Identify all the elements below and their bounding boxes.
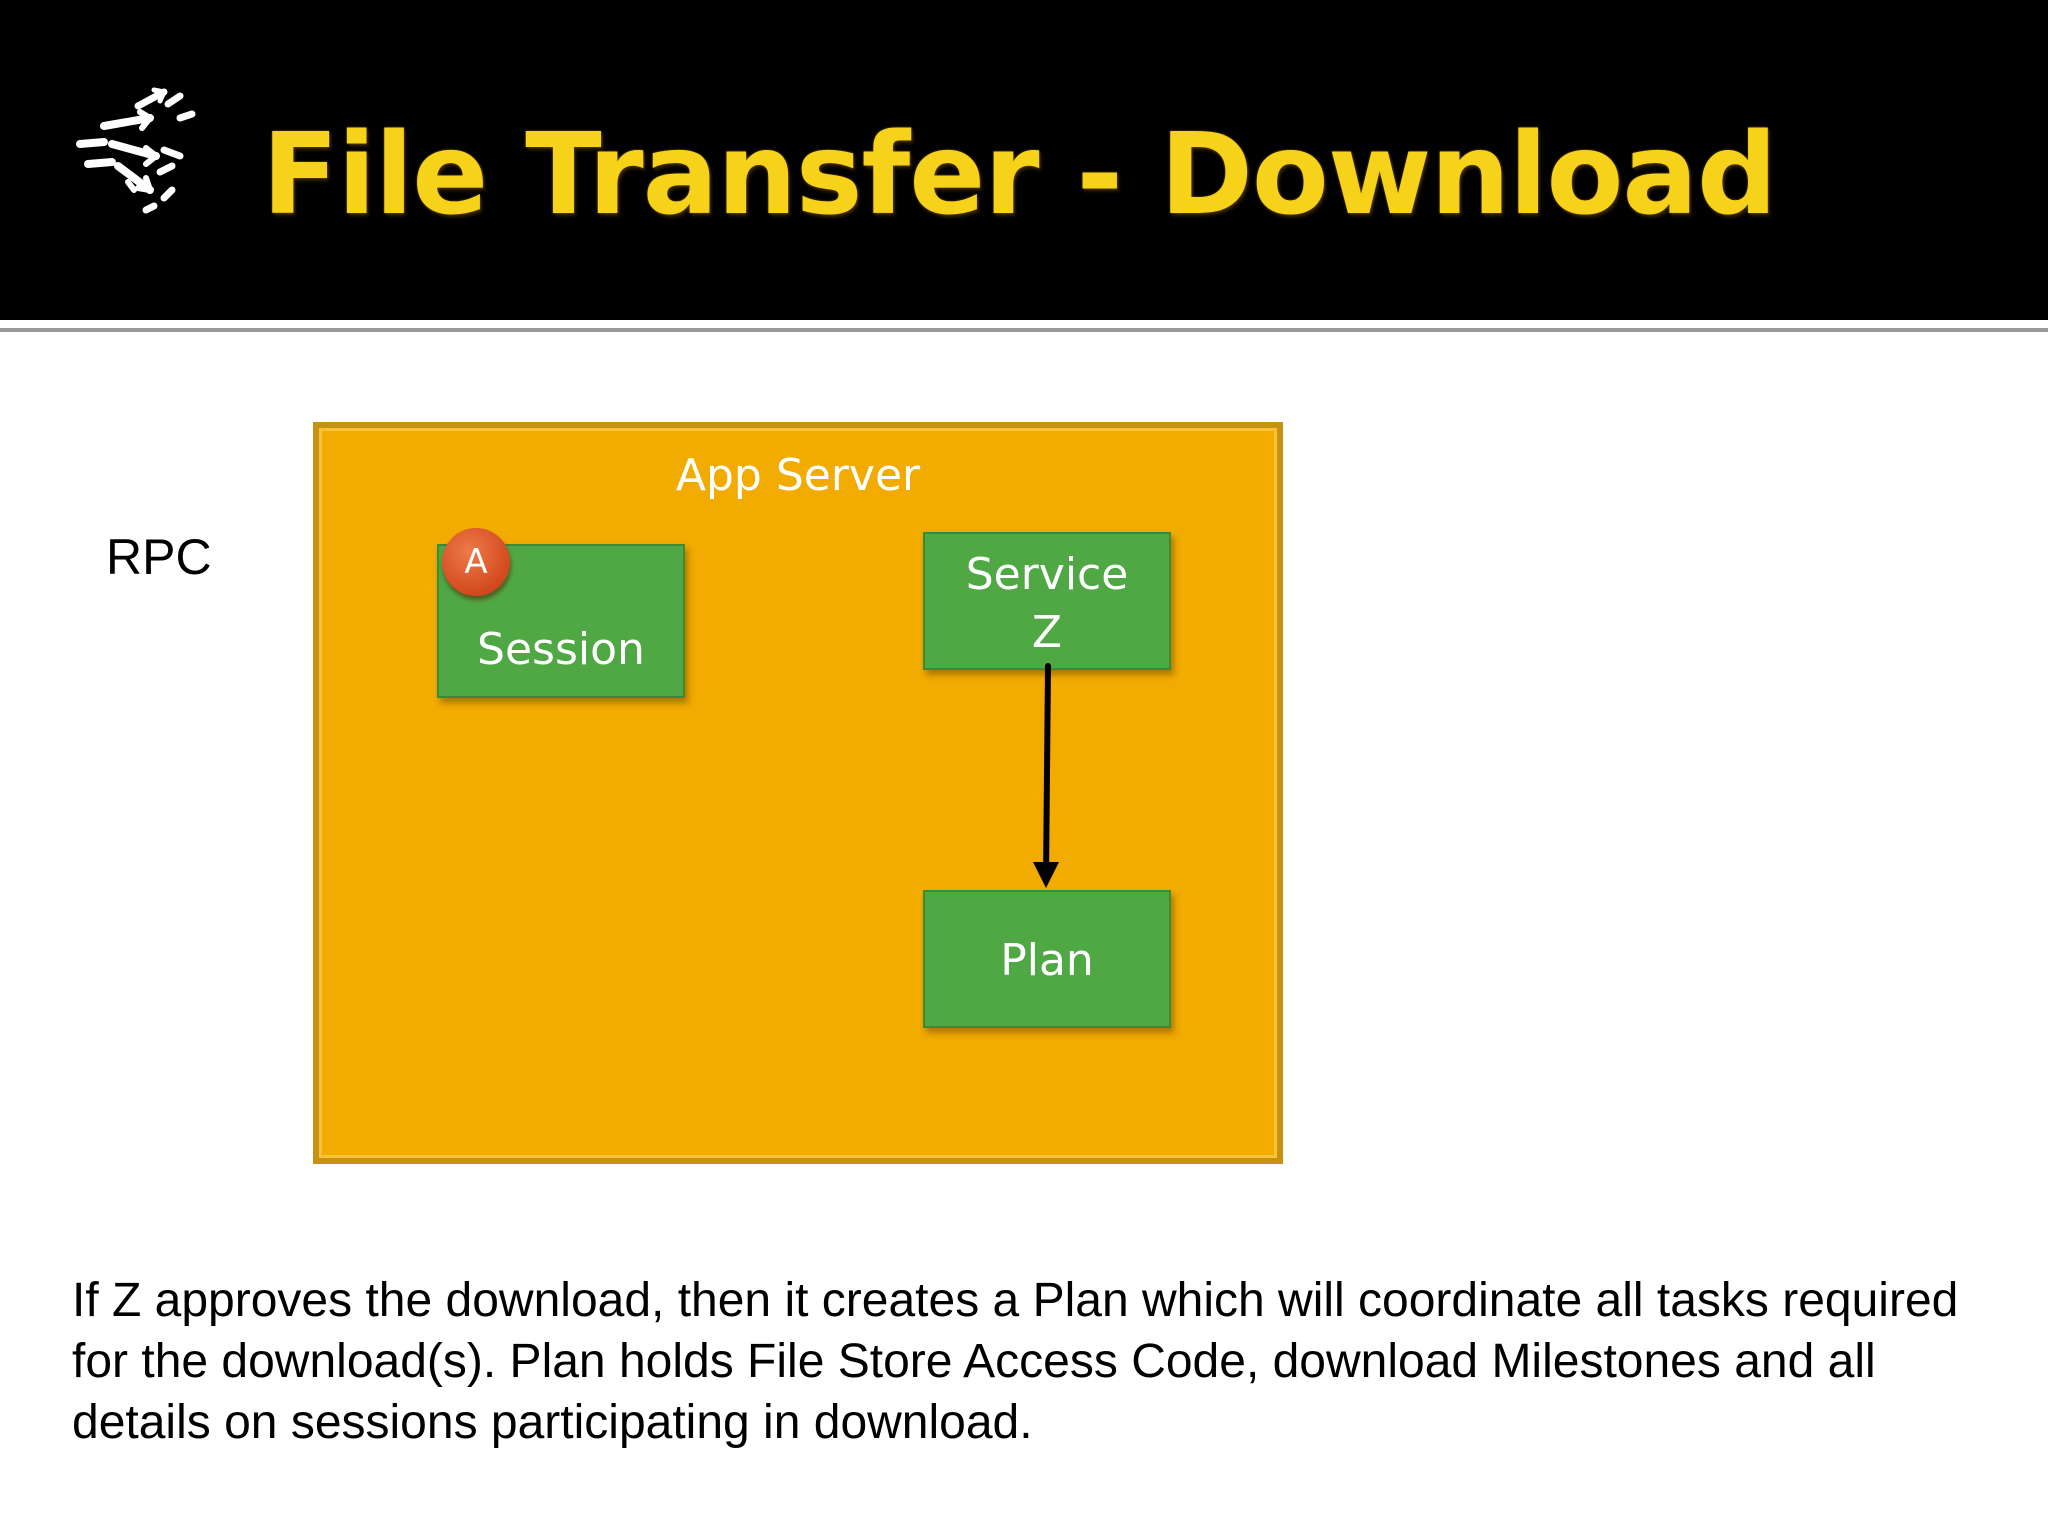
session-node: Session bbox=[437, 544, 685, 698]
arrow-shaft bbox=[1043, 663, 1051, 881]
app-server-label: App Server bbox=[675, 450, 921, 501]
scattered-arrows-icon bbox=[76, 87, 196, 214]
header-divider bbox=[0, 328, 2048, 332]
rpc-label: RPC bbox=[106, 529, 212, 585]
service-label-line2: Z bbox=[1031, 607, 1063, 658]
session-badge: A bbox=[442, 528, 510, 596]
service-z-label: Service Z bbox=[925, 546, 1169, 662]
arrow-head bbox=[1033, 862, 1059, 888]
service-to-plan-arrow bbox=[1033, 663, 1059, 888]
plan-label: Plan bbox=[1000, 935, 1094, 986]
service-label-line1: Service bbox=[965, 549, 1129, 600]
slide-caption: If Z approves the download, then it crea… bbox=[72, 1274, 1959, 1449]
session-label: Session bbox=[477, 624, 645, 675]
plan-node: Plan bbox=[923, 890, 1171, 1028]
slide-title: File Transfer - Download bbox=[262, 110, 1777, 240]
slide-header: File Transfer - Download bbox=[0, 0, 2048, 320]
app-server-container: App Server Session Service Z Plan bbox=[313, 422, 1283, 1164]
service-z-node: Service Z bbox=[923, 532, 1171, 670]
